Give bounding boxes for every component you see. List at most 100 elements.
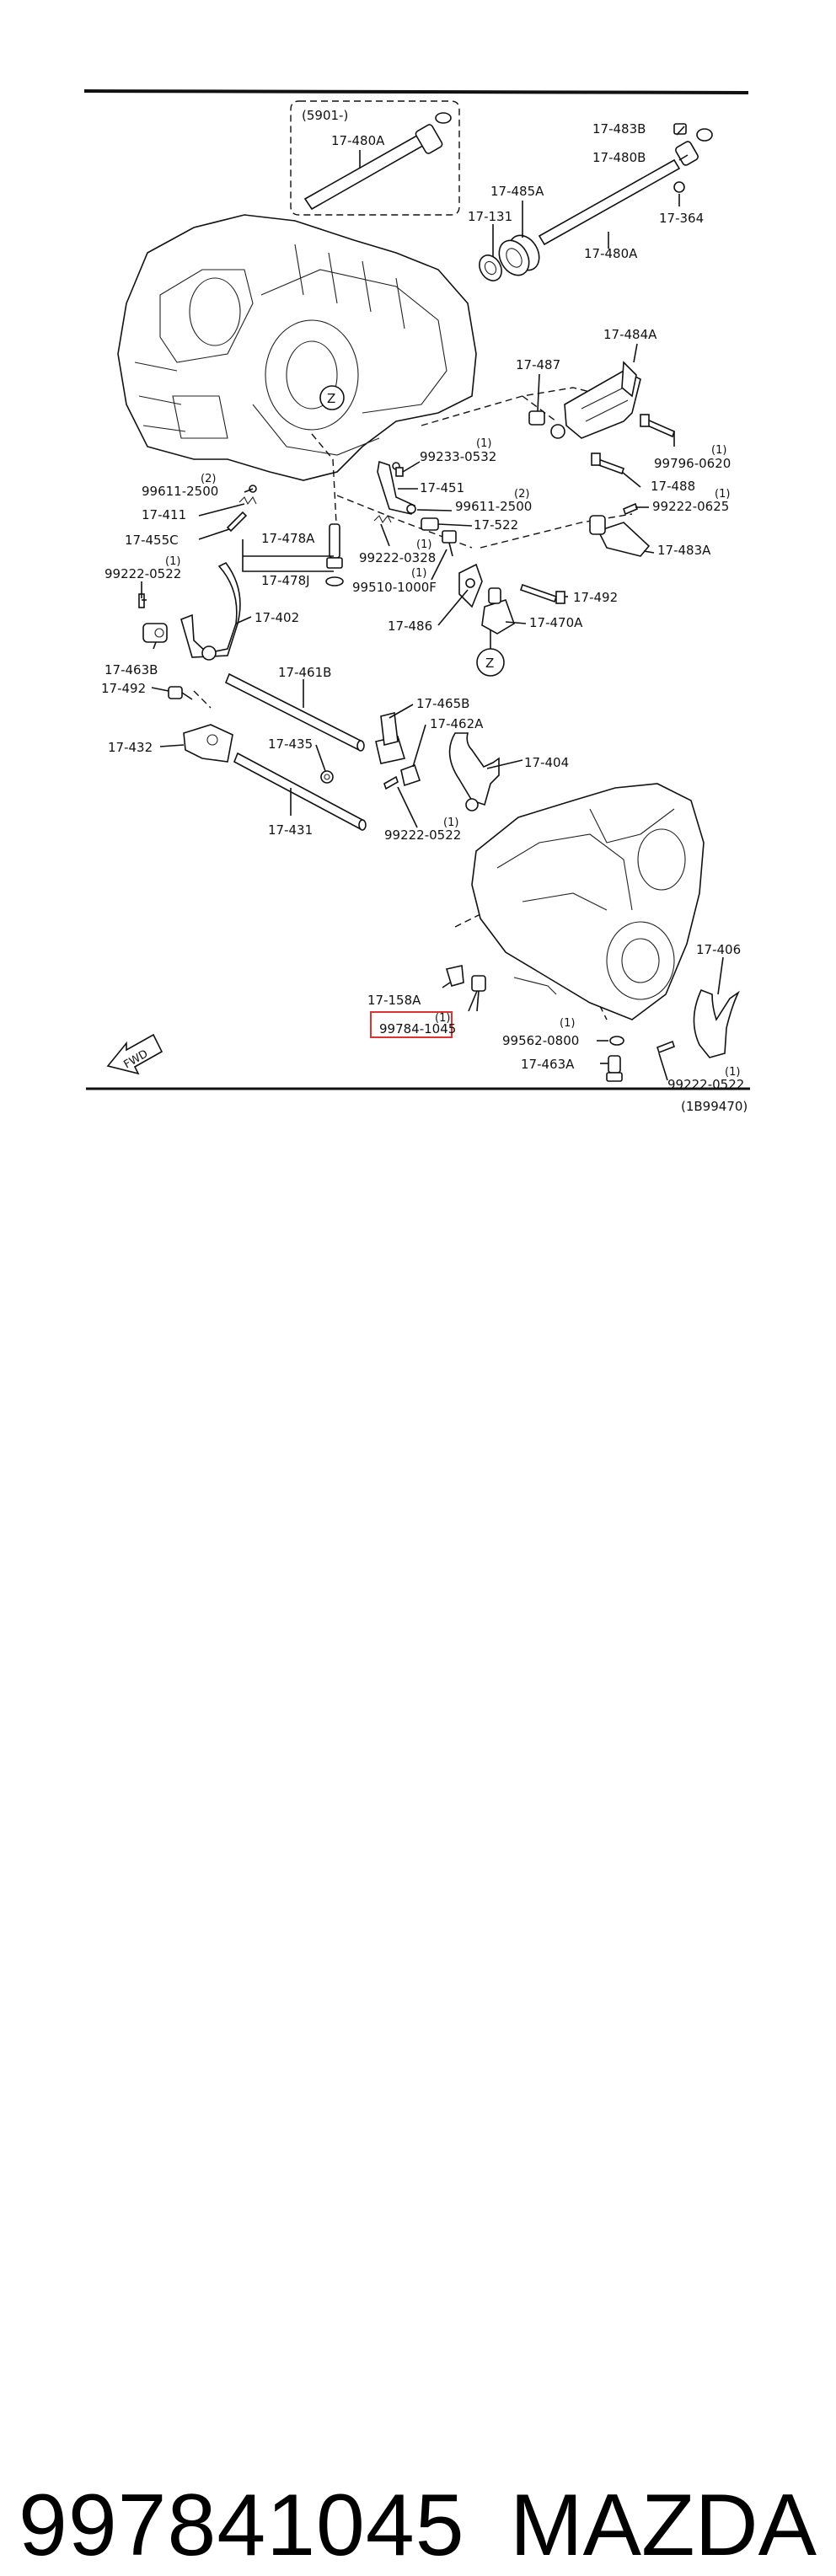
- brand-name: MAZDA: [510, 2477, 817, 2574]
- bolt-17-463A-icon: [606, 1055, 623, 1082]
- label-17-486: 17-486: [388, 619, 432, 634]
- label-99222-0625: 99222-0625: [652, 499, 729, 514]
- shift-rod-17-480A: [538, 123, 713, 246]
- label-17-480A: 17-480A: [584, 246, 638, 261]
- label-17-158A: 17-158A: [367, 993, 421, 1008]
- label-99784-1045: 99784-1045: [379, 1021, 456, 1036]
- top-rule: [83, 89, 749, 94]
- label-17-522: 17-522: [474, 517, 518, 533]
- label-17-364: 17-364: [659, 211, 704, 226]
- lever-17-486: [458, 563, 483, 608]
- leader-lines: [141, 126, 724, 1081]
- label-17-485A: 17-485A: [490, 184, 544, 199]
- qty-99796-0620: (1): [711, 444, 726, 457]
- label-17-463B: 17-463B: [104, 662, 158, 677]
- label-17-488: 17-488: [651, 479, 695, 494]
- pin-17-455C-icon: [226, 511, 248, 533]
- label-17-462A: 17-462A: [430, 716, 484, 731]
- label-17-484A: 17-484A: [603, 327, 657, 342]
- label-17-435: 17-435: [268, 736, 313, 752]
- label-99222-0522-right: 99222-0522: [667, 1077, 744, 1092]
- qty-99222-0522-right: (1): [725, 1066, 740, 1079]
- label-17-431: 17-431: [268, 822, 313, 838]
- label-17-492-right: 17-492: [573, 590, 618, 605]
- bolt-99510-1000F-icon: [442, 530, 457, 557]
- pin-99222-0522-mid-icon: [383, 775, 399, 790]
- part-labels: 17-483B 17-480B 17-485A 17-131 17-364 17…: [101, 121, 748, 1114]
- label-17-480A-top: 17-480A: [331, 133, 385, 148]
- bracket-17-158A: [445, 965, 464, 987]
- qty-99562-0800: (1): [560, 1017, 575, 1030]
- fork-17-402: [180, 561, 241, 661]
- bolt-17-492-right-icon: [519, 583, 565, 604]
- bolt-17-492-left-icon: [168, 686, 193, 700]
- transmission-case-rear: [471, 783, 705, 1020]
- label-17-451: 17-451: [420, 480, 464, 495]
- pin-17-478A: [325, 523, 344, 586]
- label-17-432: 17-432: [108, 740, 153, 755]
- qty-99222-0522-left: (1): [165, 555, 180, 568]
- label-17-478A: 17-478A: [261, 531, 315, 546]
- bolt-99796-0620-icon: [640, 414, 675, 438]
- qty-99222-0625: (1): [715, 488, 730, 501]
- label-99233-0532: 99233-0532: [420, 449, 496, 464]
- seal-17-485A-icon: [498, 234, 540, 276]
- plug-17-522-icon: [421, 517, 439, 531]
- shift-rod-icon: [303, 112, 452, 211]
- rod-17-431: [233, 752, 367, 831]
- qty-99611-2500-left: (2): [201, 473, 216, 485]
- housing-17-470A: [481, 587, 515, 635]
- qty-99233-0532: (1): [476, 437, 491, 450]
- bolt-17-488-icon: [591, 453, 625, 475]
- fwd-arrow-icon: FWD: [106, 1033, 163, 1075]
- svg-text:Z: Z: [485, 656, 494, 671]
- label-99796-0620: 99796-0620: [654, 456, 731, 471]
- block-17-462A: [400, 763, 421, 787]
- fork-17-404: [448, 732, 500, 811]
- variant-box: (5901-) 17-480A: [290, 100, 460, 216]
- ball-99611-2500-right: [406, 504, 416, 514]
- z-marker-bottom: Z: [476, 648, 505, 677]
- shaft-17-483A: [589, 502, 651, 557]
- label-99611-2500-left: 99611-2500: [142, 484, 218, 499]
- label-17-411: 17-411: [142, 507, 186, 522]
- variant-text: (5901-): [302, 108, 348, 123]
- label-17-461B: 17-461B: [278, 665, 331, 680]
- fork-17-406: [693, 988, 741, 1058]
- qty-99222-0522-mid: (1): [443, 817, 458, 829]
- label-17-470A: 17-470A: [529, 615, 583, 630]
- spring-99222-0328-icon: [373, 514, 392, 524]
- label-17-463A: 17-463A: [521, 1057, 575, 1072]
- label-99222-0522-left: 99222-0522: [104, 566, 181, 581]
- seal-17-131-icon: [479, 254, 502, 281]
- label-17-402: 17-402: [255, 610, 299, 625]
- transmission-case-front: [117, 214, 477, 481]
- bushing-17-487-icon: [528, 410, 545, 426]
- reference-code: (1B99470): [681, 1099, 748, 1114]
- clip-17-435-icon: [320, 770, 334, 784]
- highlight-box-99784-1045: [370, 1011, 453, 1038]
- label-17-455C: 17-455C: [125, 533, 179, 548]
- qty-99611-2500-right: (2): [514, 488, 529, 501]
- svg-text:Z: Z: [327, 391, 335, 406]
- gate-17-432: [183, 724, 233, 763]
- label-17-131: 17-131: [468, 209, 512, 224]
- label-17-483A: 17-483A: [657, 543, 711, 558]
- label-17-404: 17-404: [524, 755, 569, 770]
- label-17-483B: 17-483B: [592, 121, 646, 137]
- bolt-99784-1045-icon: [471, 975, 486, 1012]
- label-17-465B: 17-465B: [416, 696, 469, 711]
- qty-99222-0328: (1): [416, 538, 431, 551]
- pin-99222-0522-right-icon: [656, 1040, 675, 1054]
- label-17-480B: 17-480B: [592, 150, 646, 165]
- spring-17-411-icon: [238, 495, 257, 506]
- label-17-478J: 17-478J: [261, 573, 310, 588]
- footer: 997841045 MAZDA: [0, 1239, 836, 2574]
- part-number: 997841045: [19, 2477, 465, 2574]
- washer-99562-0800-icon: [609, 1036, 624, 1046]
- label-99562-0800: 99562-0800: [502, 1033, 579, 1048]
- label-17-406: 17-406: [696, 942, 741, 957]
- label-99222-0522-mid: 99222-0522: [384, 827, 461, 843]
- rod-17-461B: [224, 672, 365, 752]
- qty-99510-1000F: (1): [411, 567, 426, 580]
